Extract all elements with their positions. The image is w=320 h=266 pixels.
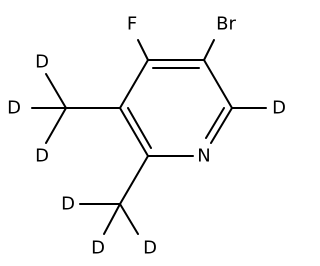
atom-d-me2-top: D — [61, 194, 75, 215]
atom-d-ring: D — [272, 98, 286, 119]
bond-c3-c2 — [203, 59, 233, 109]
atom-d-me2-bottom-left: D — [91, 238, 105, 259]
bond-c6-cd3 — [119, 155, 149, 205]
bond-cd3a-d-bottom — [45, 107, 67, 144]
bond-cd3b-d-bottom-left — [103, 203, 121, 235]
bond-cd3b-d-bottom-right — [119, 203, 139, 235]
atom-n: N — [197, 146, 210, 167]
atom-d-me1-left: D — [7, 98, 21, 119]
atom-d-me2-bottom-right: D — [143, 238, 157, 259]
chemical-structure-diagram: F Br N D D D D D D D — [7, 14, 286, 259]
bond-cd3a-d-top — [45, 73, 67, 109]
bond-c5-c4 — [119, 59, 149, 109]
bond-c2-n-double — [205, 107, 225, 139]
bond-c6-c5 — [119, 107, 149, 157]
bond-c6-c5-double — [127, 107, 152, 149]
atom-f: F — [127, 14, 137, 35]
bond-c4-f — [137, 39, 149, 61]
atom-br: Br — [216, 14, 236, 35]
atom-d-me1-bottom: D — [35, 146, 49, 167]
bond-c2-n — [210, 107, 233, 144]
atom-d-me1-top: D — [35, 52, 49, 73]
bond-c3-br — [203, 39, 215, 61]
